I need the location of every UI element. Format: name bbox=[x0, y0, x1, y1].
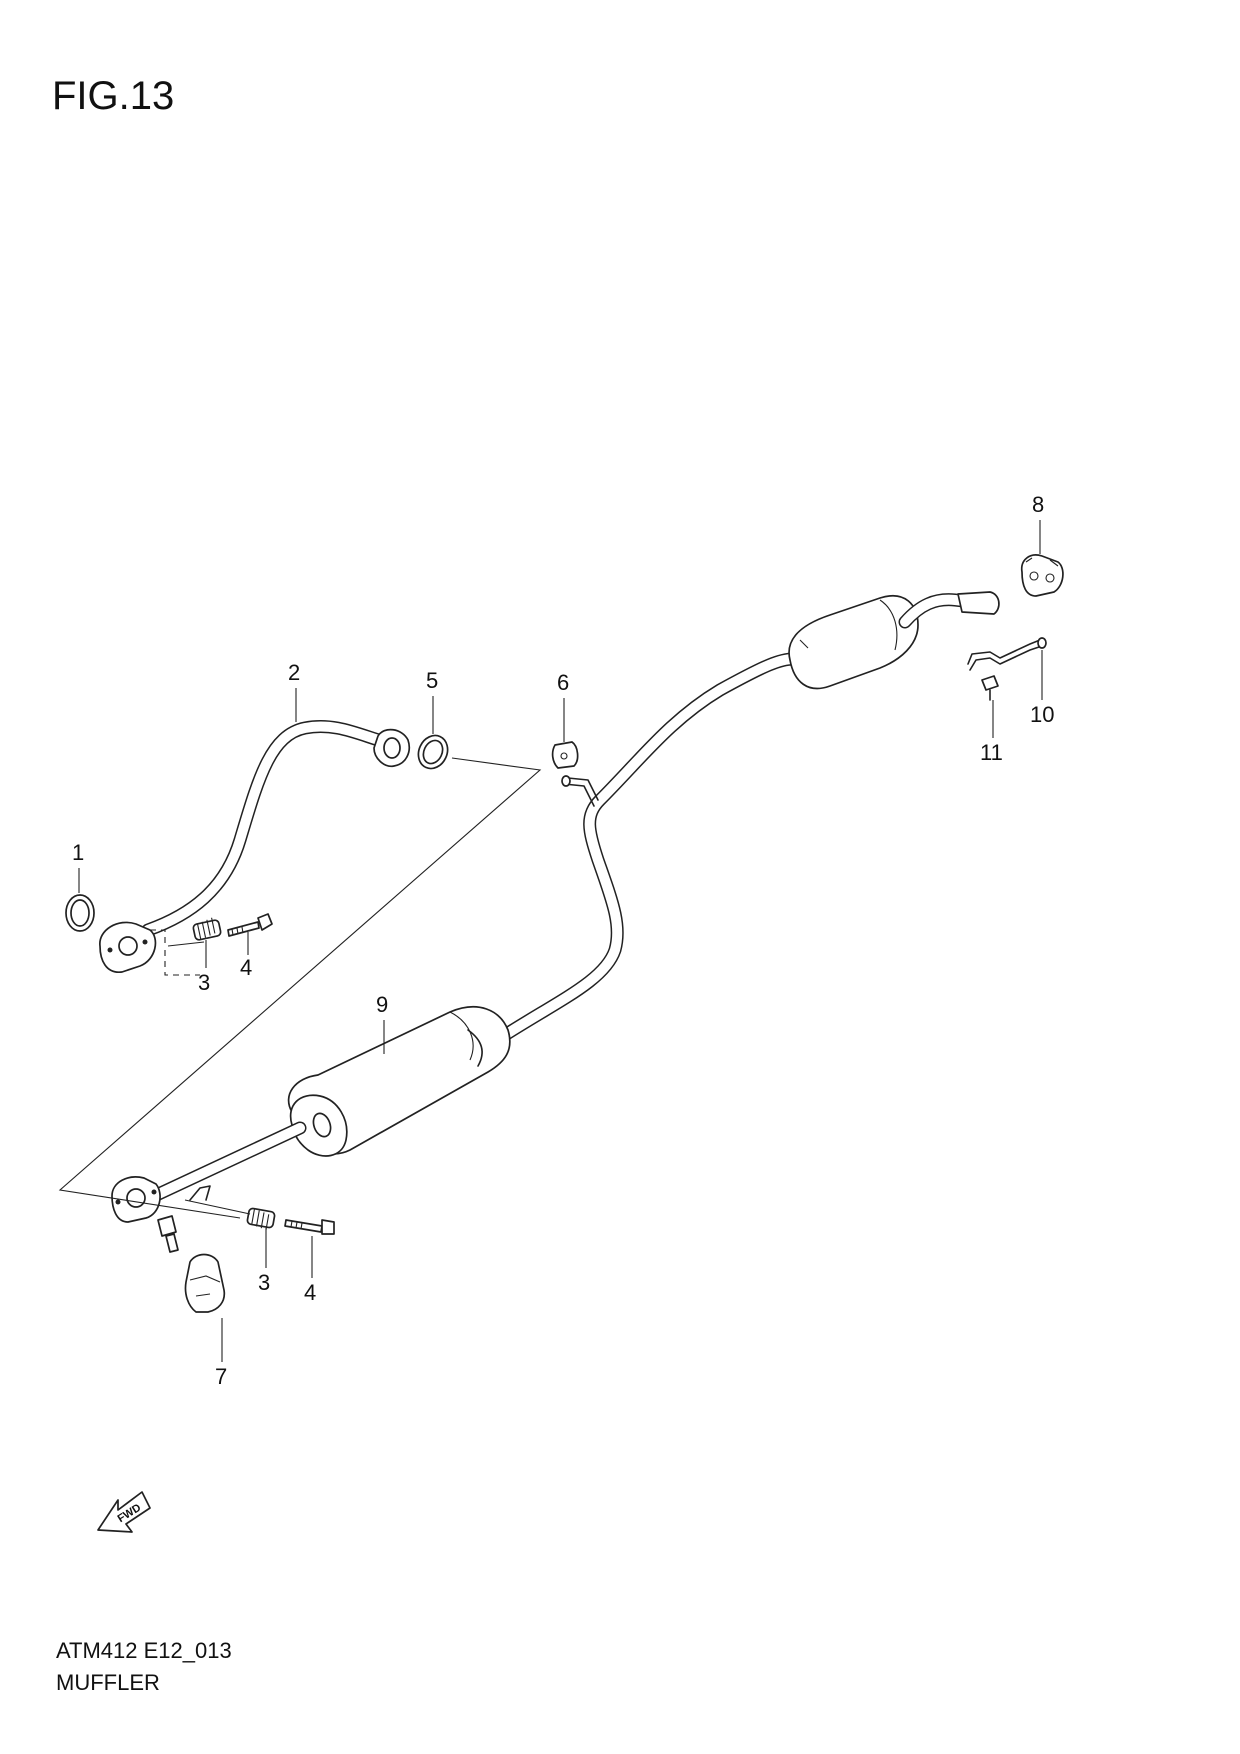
diagram-name: MUFFLER bbox=[56, 1670, 160, 1695]
forward-arrow-icon: FWD bbox=[97, 1491, 151, 1533]
part-5-gasket[interactable] bbox=[413, 731, 453, 774]
leader-lines bbox=[58, 520, 1043, 1362]
part-9-center-pipe[interactable] bbox=[498, 652, 807, 1042]
part-9-main-muffler[interactable] bbox=[287, 1006, 511, 1157]
callout-2: 2 bbox=[288, 660, 300, 685]
part-8-rubber-mount[interactable] bbox=[1020, 554, 1064, 597]
callout-4-upper: 4 bbox=[240, 955, 252, 980]
muffler-inlet-pipe[interactable] bbox=[111, 1121, 307, 1253]
callout-9: 9 bbox=[376, 992, 388, 1017]
callout-6: 6 bbox=[557, 670, 569, 695]
callout-1: 1 bbox=[72, 840, 84, 865]
callout-11: 11 bbox=[980, 740, 1003, 765]
part-1-gasket[interactable] bbox=[65, 894, 95, 932]
tail-pipe[interactable] bbox=[898, 591, 1000, 629]
figure-title: FIG.13 bbox=[52, 74, 175, 118]
callout-4-lower: 4 bbox=[304, 1280, 316, 1305]
part-4-bolt-lower[interactable] bbox=[284, 1219, 335, 1235]
resonator[interactable] bbox=[788, 595, 919, 690]
callout-5: 5 bbox=[426, 668, 438, 693]
callout-10: 10 bbox=[1030, 702, 1054, 727]
callout-3-upper: 3 bbox=[198, 970, 210, 995]
part-7-heat-shield[interactable] bbox=[184, 1253, 226, 1313]
part-6-hanger-rubber[interactable] bbox=[551, 741, 579, 769]
part-3-spring-upper[interactable] bbox=[192, 917, 222, 941]
callout-8: 8 bbox=[1032, 492, 1044, 517]
callout-7: 7 bbox=[215, 1364, 227, 1389]
callout-labels: 1 2 3 4 5 6 7 8 9 10 11 3 4 bbox=[72, 492, 1054, 1389]
part-3-spring-lower[interactable] bbox=[246, 1207, 276, 1231]
part-2-front-pipe[interactable] bbox=[99, 719, 411, 973]
part-10-hanger[interactable] bbox=[967, 637, 1047, 671]
part-11-bolt[interactable] bbox=[981, 675, 999, 701]
diagram-code: ATM412 E12_013 bbox=[56, 1638, 232, 1663]
callout-3-lower: 3 bbox=[258, 1270, 270, 1295]
part-4-bolt-upper[interactable] bbox=[227, 913, 273, 937]
